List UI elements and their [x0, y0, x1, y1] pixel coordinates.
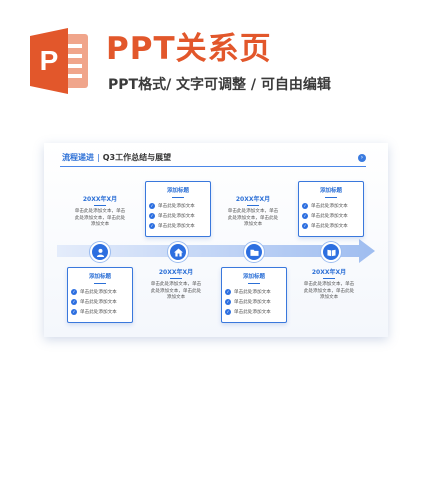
stage-2-text-line: 此处添加文本，单击此处	[150, 288, 202, 294]
stage-1-date: 20XX年X月	[82, 196, 118, 203]
book-icon	[326, 249, 336, 256]
card-item-text: 单击此处添加文本	[158, 213, 195, 219]
stage-2-node[interactable]	[168, 242, 188, 262]
card-item: ✓单击此处添加文本	[146, 211, 210, 221]
date-underline	[94, 205, 106, 206]
date-underline	[170, 278, 182, 279]
date-underline	[247, 205, 259, 206]
stage-1-text-line: 此处添加文本，单击此处	[74, 215, 126, 221]
check-icon: ✓	[71, 288, 77, 295]
card-item: ✓单击此处添加文本	[146, 201, 210, 211]
card-title-underline	[325, 196, 337, 198]
slide-heading: 流程递进|Q3工作总结与展望	[62, 154, 171, 162]
stage-2-date: 20XX年X月	[158, 269, 194, 276]
user-icon	[96, 248, 104, 257]
timeline-arrow	[57, 239, 375, 263]
card-item: ✓单击此处添加文本	[222, 297, 286, 307]
stage-3-text-line: 单击此处添加文本，单击	[227, 209, 279, 214]
check-icon: ✓	[225, 288, 231, 295]
card-item-text: 单击此处添加文本	[311, 213, 348, 219]
stage-1-node[interactable]	[90, 242, 110, 262]
check-icon: ✓	[302, 222, 308, 229]
card-title-underline	[172, 196, 184, 198]
check-icon: ✓	[71, 308, 77, 315]
slide-heading-main: 流程递进	[62, 153, 94, 162]
card-item-text: 单击此处添加文本	[234, 309, 271, 315]
slide-heading-separator: |	[97, 153, 100, 162]
card-item: ✓单击此处添加文本	[299, 201, 363, 211]
stage-3-node[interactable]	[244, 242, 264, 262]
stage-4-node[interactable]	[321, 242, 341, 262]
card-item: ✓单击此处添加文本	[68, 307, 132, 317]
check-icon: ✓	[149, 202, 155, 209]
date-underline	[323, 278, 335, 279]
card-item: ✓单击此处添加文本	[222, 287, 286, 297]
stage-1-text-line: 单击此处添加文本，单击	[74, 209, 126, 214]
stage-1-text-line: 添加文本	[90, 222, 110, 227]
slide-heading-sub: Q3工作总结与展望	[102, 153, 172, 162]
stage-3-date: 20XX年X月	[235, 196, 271, 203]
page-title: PPT关系页	[106, 31, 272, 67]
stage-1-caption: 20XX年X月 单击此处添加文本，单击 此处添加文本，单击此处 添加文本	[69, 197, 131, 229]
check-icon: ✓	[149, 212, 155, 219]
card-item: ✓单击此处添加文本	[146, 221, 210, 231]
check-icon: ✓	[302, 202, 308, 209]
stage-4-caption: 20XX年X月 单击此处添加文本，单击 此处添加文本，单击此处 添加文本	[298, 270, 360, 302]
card-item-text: 单击此处添加文本	[234, 299, 271, 305]
stage-4-text-line: 添加文本	[319, 295, 339, 300]
folder-icon	[249, 249, 259, 256]
stage-2-card-title: 添加标题	[166, 188, 189, 194]
card-item-text: 单击此处添加文本	[311, 223, 348, 229]
check-icon: ✓	[225, 308, 231, 315]
chevron-right-icon[interactable]: ›	[358, 154, 366, 162]
card-item: ✓单击此处添加文本	[222, 307, 286, 317]
stage-1-card[interactable]: 添加标题 ✓单击此处添加文本 ✓单击此处添加文本 ✓单击此处添加文本	[67, 267, 133, 323]
card-item: ✓单击此处添加文本	[299, 211, 363, 221]
card-item-text: 单击此处添加文本	[158, 223, 195, 229]
stage-4-card[interactable]: 添加标题 ✓单击此处添加文本 ✓单击此处添加文本 ✓单击此处添加文本	[298, 181, 364, 237]
card-item: ✓单击此处添加文本	[299, 221, 363, 231]
home-icon	[173, 247, 183, 257]
powerpoint-logo-icon: P	[30, 28, 90, 94]
check-icon: ✓	[302, 212, 308, 219]
card-item-text: 单击此处添加文本	[158, 203, 195, 209]
card-item-text: 单击此处添加文本	[80, 289, 117, 295]
card-title-underline	[94, 282, 106, 284]
card-item-text: 单击此处添加文本	[80, 299, 117, 305]
stage-4-date: 20XX年X月	[311, 269, 347, 276]
check-icon: ✓	[71, 298, 77, 305]
card-title-underline	[248, 282, 260, 284]
heading-divider	[60, 166, 366, 167]
stage-3-card-title: 添加标题	[242, 274, 265, 280]
stage-3-text-line: 添加文本	[243, 222, 263, 227]
card-item: ✓单击此处添加文本	[68, 297, 132, 307]
check-icon: ✓	[225, 298, 231, 305]
stage-2-text-line: 添加文本	[166, 295, 186, 300]
stage-2-card[interactable]: 添加标题 ✓单击此处添加文本 ✓单击此处添加文本 ✓单击此处添加文本	[145, 181, 211, 237]
card-item-text: 单击此处添加文本	[80, 309, 117, 315]
page-subtitle: PPT格式/ 文字可调整 / 可自由编辑	[108, 77, 331, 93]
check-icon: ✓	[149, 222, 155, 229]
logo-letter: P	[40, 45, 59, 76]
stage-2-text-line: 单击此处添加文本，单击	[150, 282, 202, 287]
stage-4-text-line: 单击此处添加文本，单击	[303, 282, 355, 287]
card-item-text: 单击此处添加文本	[311, 203, 348, 209]
stage-3-caption: 20XX年X月 单击此处添加文本，单击 此处添加文本，单击此处 添加文本	[222, 197, 284, 229]
slide-preview[interactable]: 流程递进|Q3工作总结与展望 › 20XX年X月 单击此处添加文本，单击 此处添…	[44, 143, 388, 337]
stage-3-card[interactable]: 添加标题 ✓单击此处添加文本 ✓单击此处添加文本 ✓单击此处添加文本	[221, 267, 287, 323]
stage-4-text-line: 此处添加文本，单击此处	[303, 288, 355, 294]
stage-3-text-line: 此处添加文本，单击此处	[227, 215, 279, 221]
stage-4-card-title: 添加标题	[319, 188, 342, 194]
card-item: ✓单击此处添加文本	[68, 287, 132, 297]
stage-1-card-title: 添加标题	[88, 274, 111, 280]
card-item-text: 单击此处添加文本	[234, 289, 271, 295]
stage-2-caption: 20XX年X月 单击此处添加文本，单击 此处添加文本，单击此处 添加文本	[145, 270, 207, 302]
